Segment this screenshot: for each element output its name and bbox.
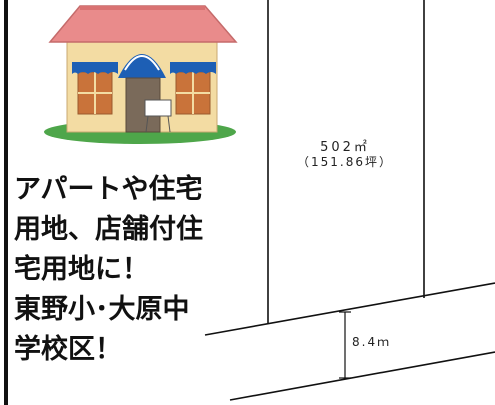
house-illustration-icon [44,5,238,144]
road-edge-bottom [229,351,495,401]
promo-line-5: 学校区！ [14,334,122,365]
road-width-label: 8.4ｍ [352,335,392,349]
promo-line-2: 用地、店舗付住 [14,214,203,245]
promo-line-4: 東野小･大原中 [14,294,190,325]
lot-area-tsubo: （151.86坪） [297,155,393,169]
promo-line-3: 宅用地に！ [14,254,149,285]
road-edge-top [204,282,495,336]
promo-line-1: アパートや住宅 [14,174,203,205]
promo-text: アパートや住宅 用地、店舗付住 宅用地に！ 東野小･大原中 学校区！ [14,170,234,370]
lot-area-sqm: 502㎡ [320,140,370,155]
left-border-line [4,0,8,405]
